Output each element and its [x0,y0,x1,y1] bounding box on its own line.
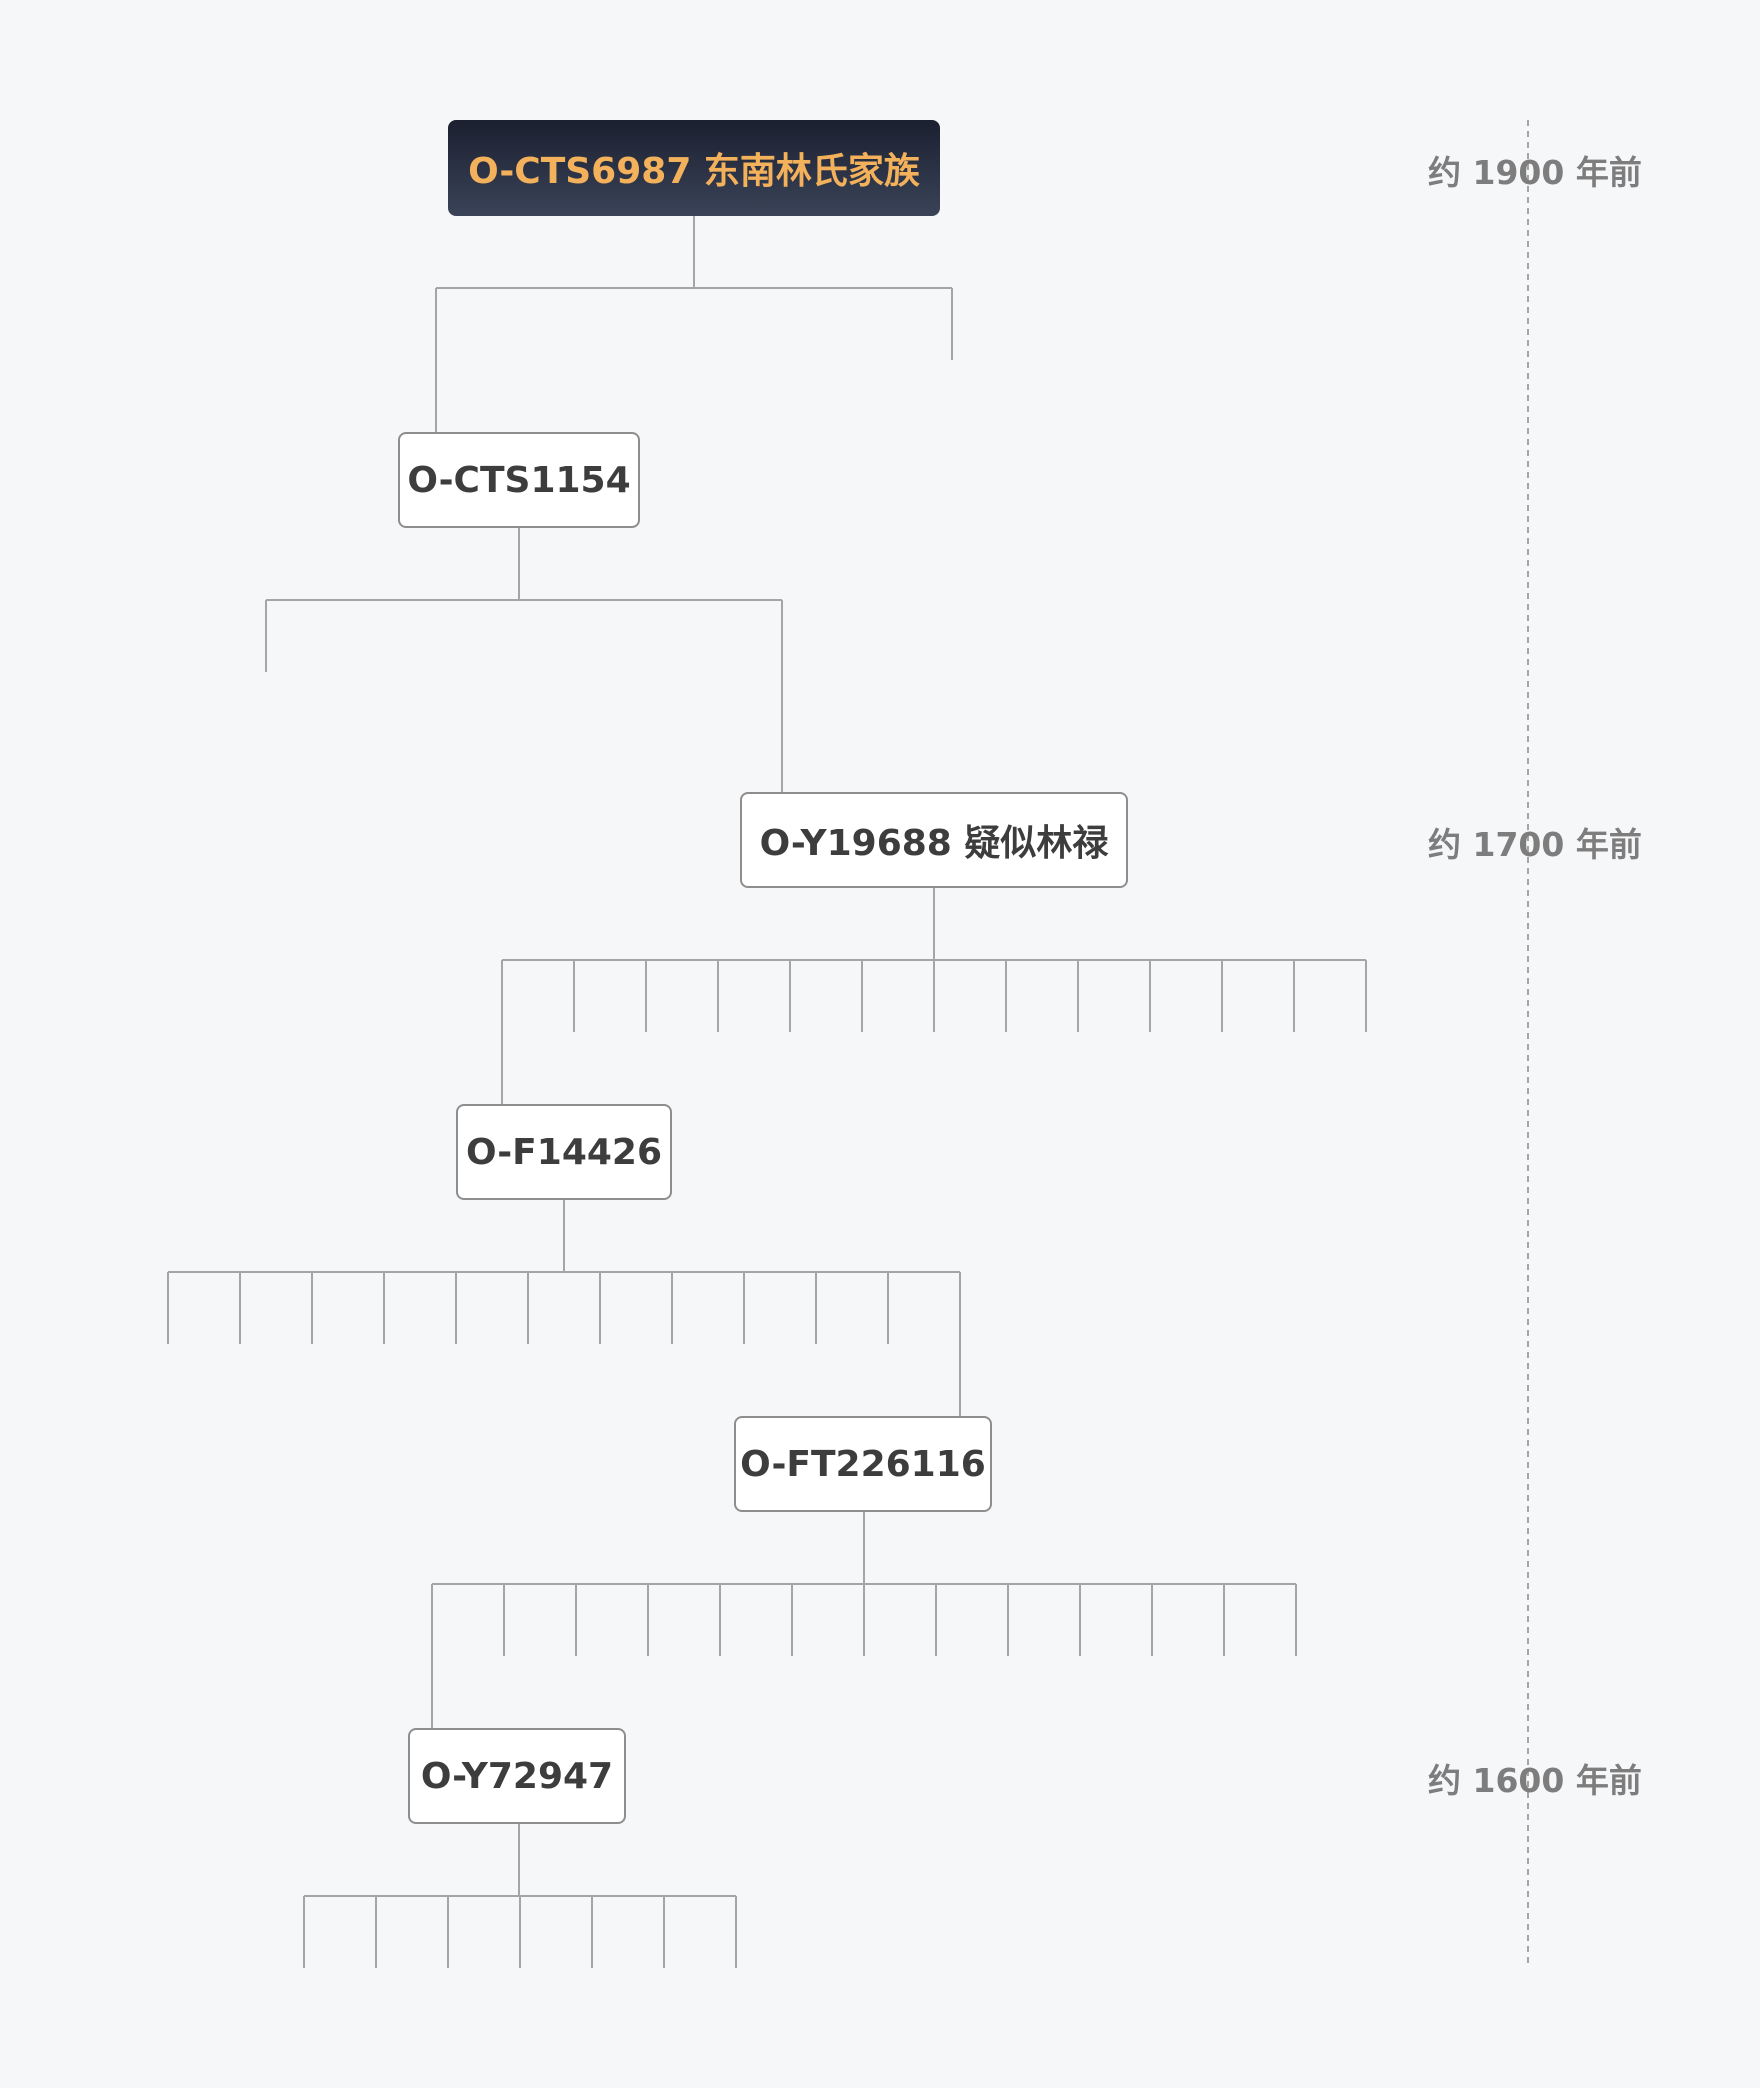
node-root[interactable]: O-CTS6987 东南林氏家族 [448,120,940,216]
timeline-label-1700: 约 1700 年前 [1428,825,1642,864]
node-o-y72947[interactable]: O-Y72947 [408,1728,626,1824]
node-o-f14426[interactable]: O-F14426 [456,1104,672,1200]
node-o-ft226116[interactable]: O-FT226116 [734,1416,992,1512]
timeline-label-1600: 约 1600 年前 [1428,1761,1642,1800]
timeline-label-1900: 约 1900 年前 [1428,153,1642,192]
node-o-y19688[interactable]: O-Y19688 疑似林禄 [740,792,1128,888]
node-o-cts1154[interactable]: O-CTS1154 [398,432,640,528]
